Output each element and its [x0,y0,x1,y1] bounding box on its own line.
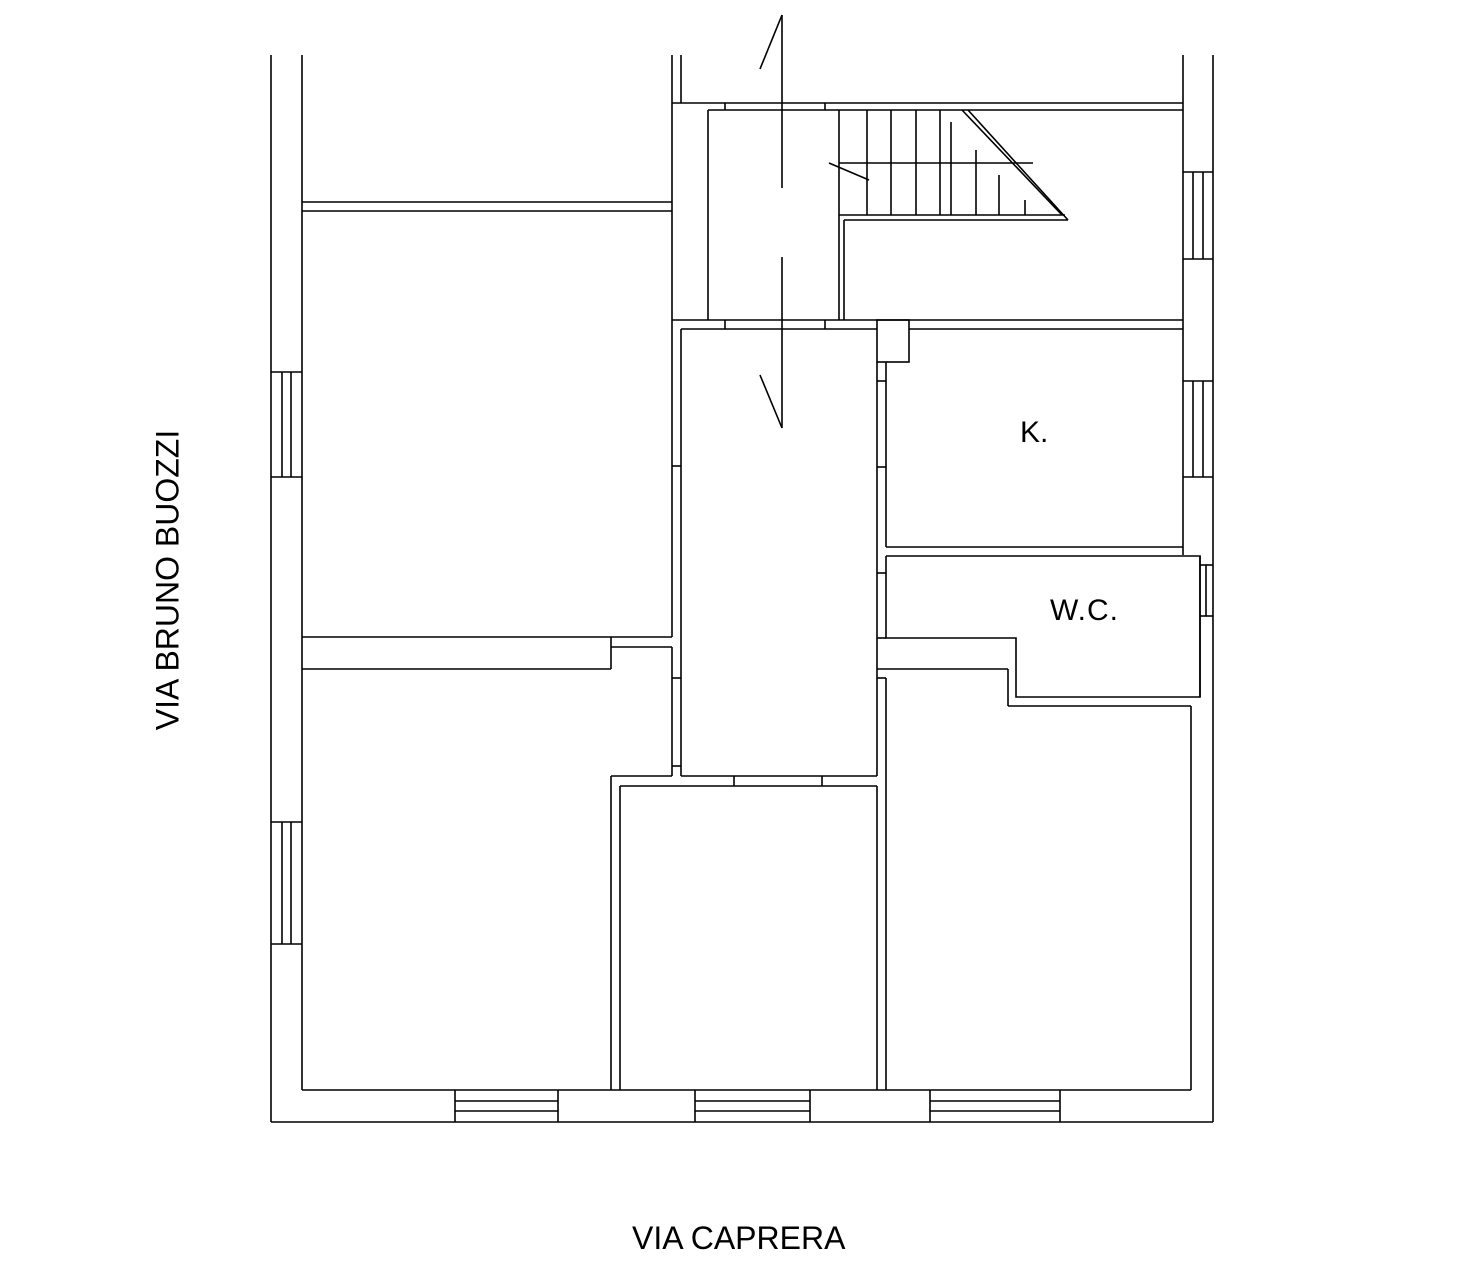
room-label-wc: W.C. [1050,594,1119,627]
kitchen-room [877,362,1183,548]
street-label-bottom: VIA CAPRERA [632,1220,846,1256]
staircase [672,14,1183,429]
top-left-room [302,55,682,670]
right-window-kitchen [1183,380,1213,478]
corridor [610,329,878,1090]
left-window-lower [271,821,302,945]
room-label-kitchen: K. [1020,416,1049,449]
bottom-right-room [876,677,887,1090]
right-window-wc [1200,564,1213,617]
bottom-window-3 [929,1090,1061,1122]
wc-room [877,555,1201,707]
bottom-window-2 [694,1090,811,1122]
left-window-upper [271,371,302,478]
right-window-stair [1183,171,1213,260]
street-label-left: VIA BRUNO BUOZZI [149,429,186,731]
bottom-window-1 [454,1090,559,1122]
exterior-walls [270,55,1214,1123]
